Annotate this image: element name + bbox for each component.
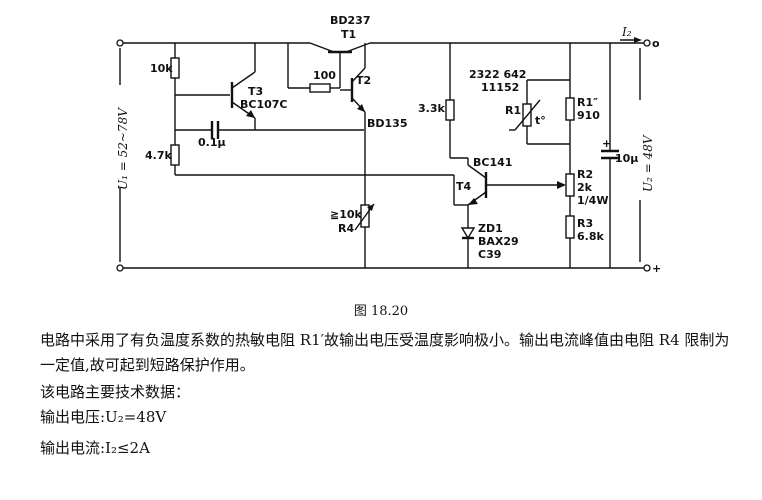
resistor-3k3 [445, 99, 455, 121]
spec-current-text: 输出电流:I₂≤2A [40, 439, 150, 457]
r2-power: 1/4W [577, 194, 608, 207]
r3-ref: R3 [577, 217, 593, 230]
paragraph-description: 电路中采用了有负温度系数的热敏电阻 R1′故输出电压受温度影响极小。输出电流峰值… [40, 328, 740, 378]
resistor-4k7-label: 4.7k [145, 149, 172, 162]
resistor-r1p [565, 97, 575, 121]
r2-value: 2k [577, 181, 593, 194]
input-terminal-bottom [116, 264, 124, 272]
t4-part: BC141 [473, 156, 512, 169]
t3-part: BC107C [240, 98, 288, 111]
r1-t: t° [535, 114, 546, 127]
transistor-t1 [309, 42, 371, 70]
output-voltage-label: U₂ = 48V [641, 134, 655, 192]
r3-value: 6.8k [577, 230, 604, 243]
r4-value: ≧10k [330, 208, 363, 221]
zd1-ref: ZD1 [478, 222, 503, 235]
cap-0u1-label: 0.1μ [198, 136, 226, 149]
zd1-part-1: BAX29 [478, 235, 519, 248]
resistor-r3 [565, 215, 575, 239]
potentiometer-r2 [565, 173, 575, 197]
transistor-t4 [453, 158, 566, 206]
resistor-3k3-label: 3.3k [418, 102, 445, 115]
input-voltage-label: U₁ = 52~78V [116, 107, 130, 190]
output-current-label: I₂ [621, 25, 632, 39]
output-bottom-sign: + [652, 262, 661, 275]
resistor-100-label: 100 [313, 69, 336, 82]
resistor-10k-label: 10k [150, 62, 173, 75]
figure-caption: 图 18.20 [353, 304, 409, 319]
t3-ref: T3 [248, 85, 263, 98]
output-terminal-bottom [643, 264, 651, 272]
t1-ref: T1 [341, 28, 356, 41]
resistor-100 [309, 83, 331, 93]
paragraph-text: 电路中采用了有负温度系数的热敏电阻 R1′故输出电压受温度影响极小。输出电流峰值… [40, 331, 730, 374]
spec-voltage-text: 输出电压:U₂=48V [40, 408, 167, 426]
r4-ref: R4 [338, 222, 354, 235]
cap-10u-plus: + [602, 137, 611, 150]
circuit-schematic: U₁ = 52~78V 10k 4.7k T3 BC107C 0.1μ BD23… [116, 14, 661, 275]
r1-ref: R1 [505, 104, 521, 117]
output-terminal-top [643, 39, 651, 47]
spec-current: 输出电流:I₂≤2A [40, 436, 740, 461]
spec-voltage: 输出电压:U₂=48V [40, 405, 740, 430]
r1-part-2: 11152 [481, 81, 519, 94]
r2-ref: R2 [577, 168, 593, 181]
t2-ref: T2 [356, 74, 371, 87]
r1-part-1: 2322 642 [469, 68, 526, 81]
resistor-4k7 [170, 144, 180, 166]
r1p-value: 910 [577, 109, 600, 122]
t4-ref: T4 [456, 180, 472, 193]
zd1-part-2: C39 [478, 248, 501, 261]
transistor-t3 [230, 43, 256, 130]
output-top-sign: o [652, 37, 660, 50]
transistor-t2 [340, 43, 366, 113]
input-terminal-top [116, 39, 124, 47]
t2-part: BD135 [367, 117, 407, 130]
specs-intro-text: 该电路主要技术数据： [40, 383, 191, 401]
r1p-ref: R1″ [577, 96, 598, 109]
cap-10u-label: 10μ [615, 152, 638, 165]
paragraph-specs-intro: 该电路主要技术数据： [40, 380, 740, 405]
t1-part: BD237 [330, 14, 370, 27]
